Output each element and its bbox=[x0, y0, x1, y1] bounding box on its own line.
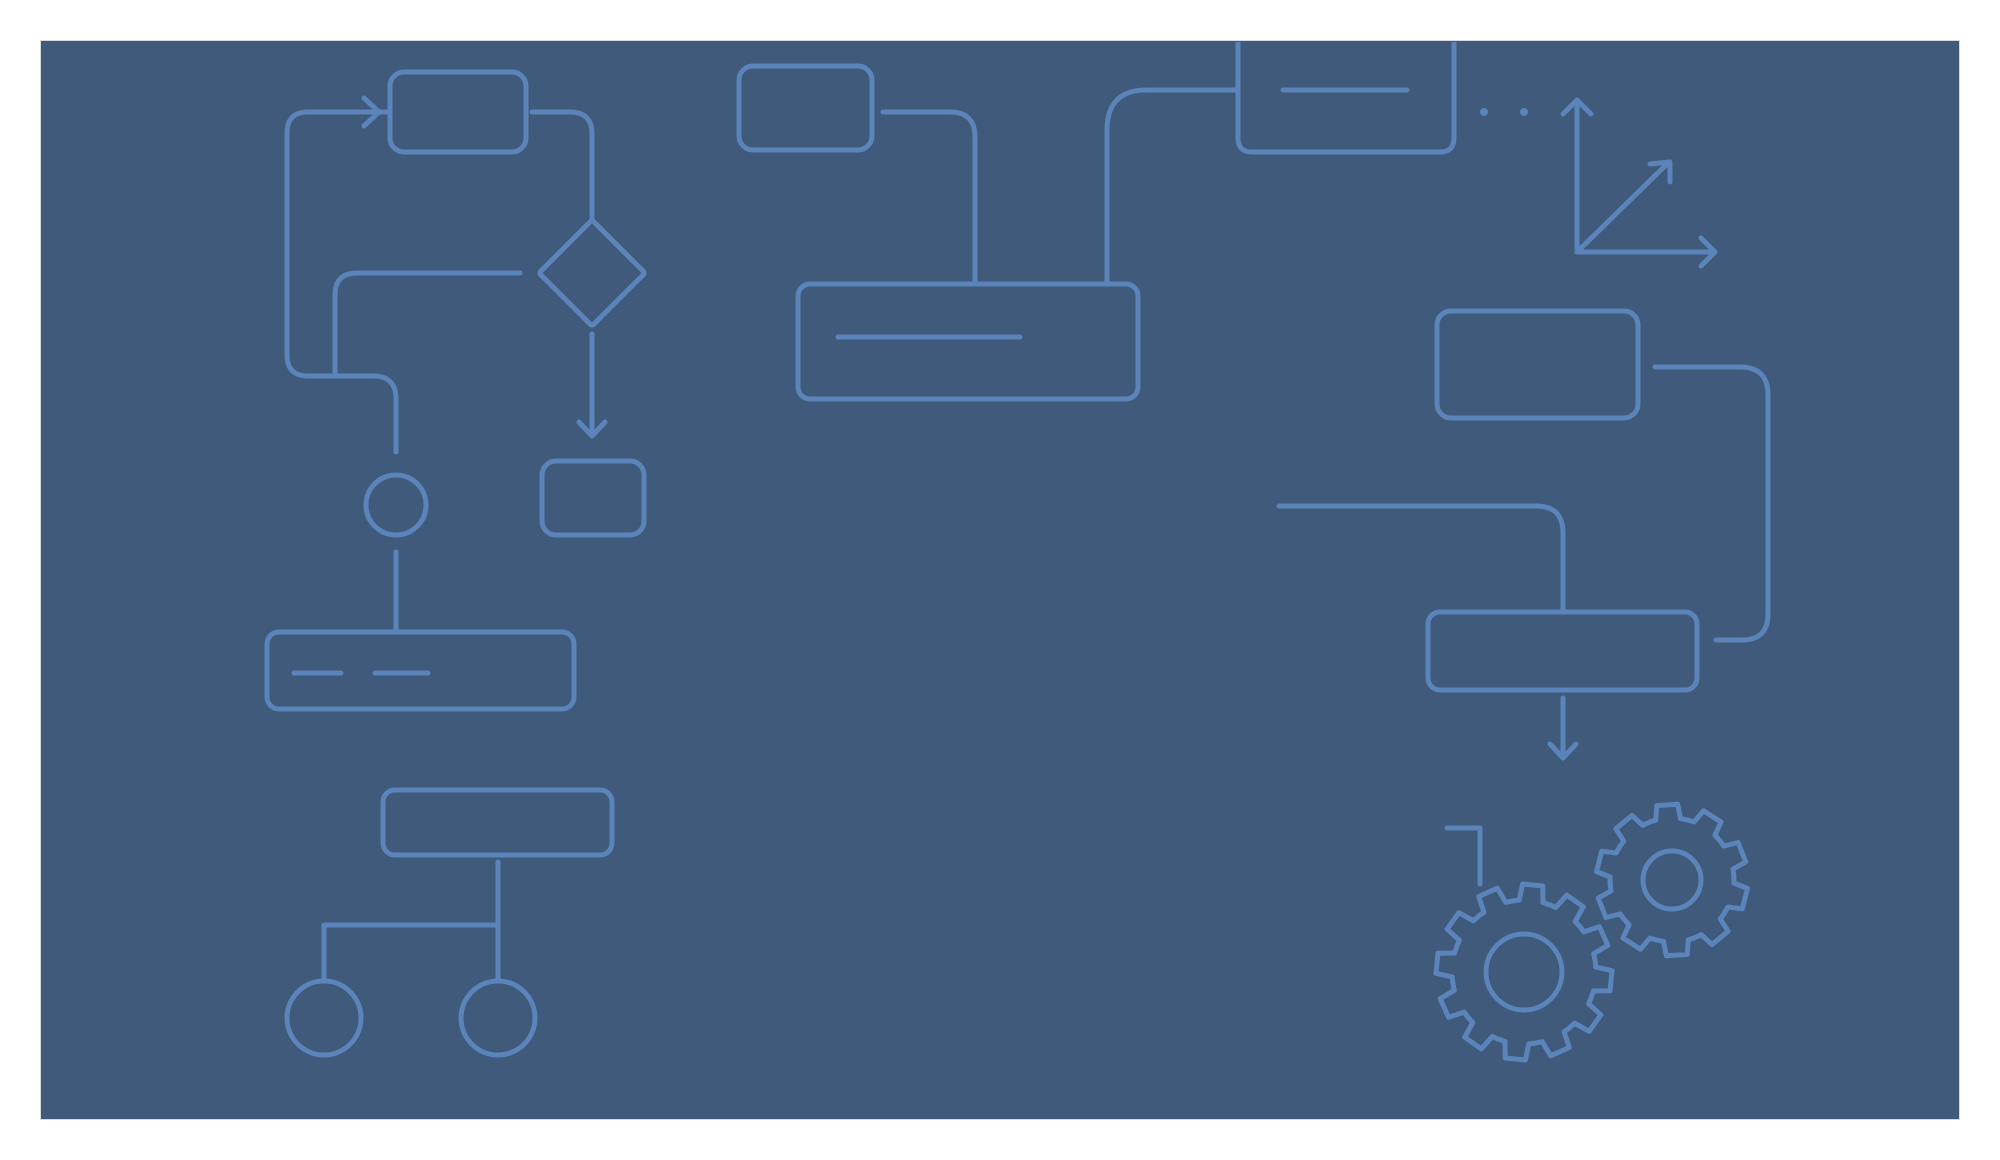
left-entry-connector bbox=[1276, 503, 1566, 613]
gears-icon bbox=[1433, 801, 1750, 1063]
center-flow-group bbox=[736, 42, 1528, 402]
wide-process-bar-center bbox=[795, 281, 1141, 402]
process-box-top-left bbox=[387, 69, 529, 155]
bracket-mark bbox=[1444, 825, 1483, 887]
result-box-small bbox=[539, 458, 647, 538]
process-bar-left bbox=[264, 629, 577, 712]
right-down-arrowhead-icon bbox=[1547, 741, 1579, 761]
large-gear-hub bbox=[1483, 931, 1565, 1013]
process-bar-right bbox=[1425, 609, 1700, 693]
top-box-partial bbox=[1235, 42, 1457, 155]
circle-node bbox=[363, 472, 429, 538]
diagonal-axis bbox=[1574, 160, 1671, 255]
dot-2 bbox=[1520, 108, 1528, 116]
x-axis-arrowhead-icon bbox=[1698, 235, 1718, 269]
large-gear-icon bbox=[1433, 881, 1615, 1063]
org-tree-icon bbox=[284, 787, 615, 1058]
right-loop-connector bbox=[1652, 364, 1771, 643]
tree-root-box bbox=[380, 787, 615, 858]
small-gear-icon bbox=[1594, 801, 1750, 959]
loop-arrowhead-icon bbox=[361, 95, 382, 129]
bar-to-top-box-connector bbox=[1104, 87, 1241, 285]
process-box-right-top bbox=[1434, 308, 1641, 421]
tree-branch bbox=[321, 922, 501, 983]
small-gear-hub bbox=[1640, 848, 1704, 912]
tree-leaf-left bbox=[284, 978, 364, 1058]
dot-1 bbox=[1480, 108, 1488, 116]
center-box-connector bbox=[880, 109, 978, 285]
decision-diamond-icon bbox=[537, 217, 647, 328]
large-gear-outline bbox=[1433, 881, 1615, 1063]
axes-icon bbox=[1560, 97, 1718, 269]
diagram-background-panel bbox=[40, 40, 1960, 1120]
diagonal-arrowhead-icon bbox=[1647, 159, 1673, 185]
small-gear-outline bbox=[1594, 801, 1750, 959]
y-axis-arrowhead-icon bbox=[1560, 97, 1594, 117]
decision-down-arrowhead-icon bbox=[576, 419, 608, 439]
loop-connector bbox=[284, 109, 399, 455]
flowchart-loop-group bbox=[264, 69, 647, 712]
tree-leaf-right bbox=[458, 978, 538, 1058]
box-to-decision-connector bbox=[529, 109, 595, 221]
right-flow-group bbox=[1276, 308, 1771, 887]
decision-left-branch bbox=[332, 270, 523, 379]
process-box-top-center bbox=[736, 63, 875, 153]
